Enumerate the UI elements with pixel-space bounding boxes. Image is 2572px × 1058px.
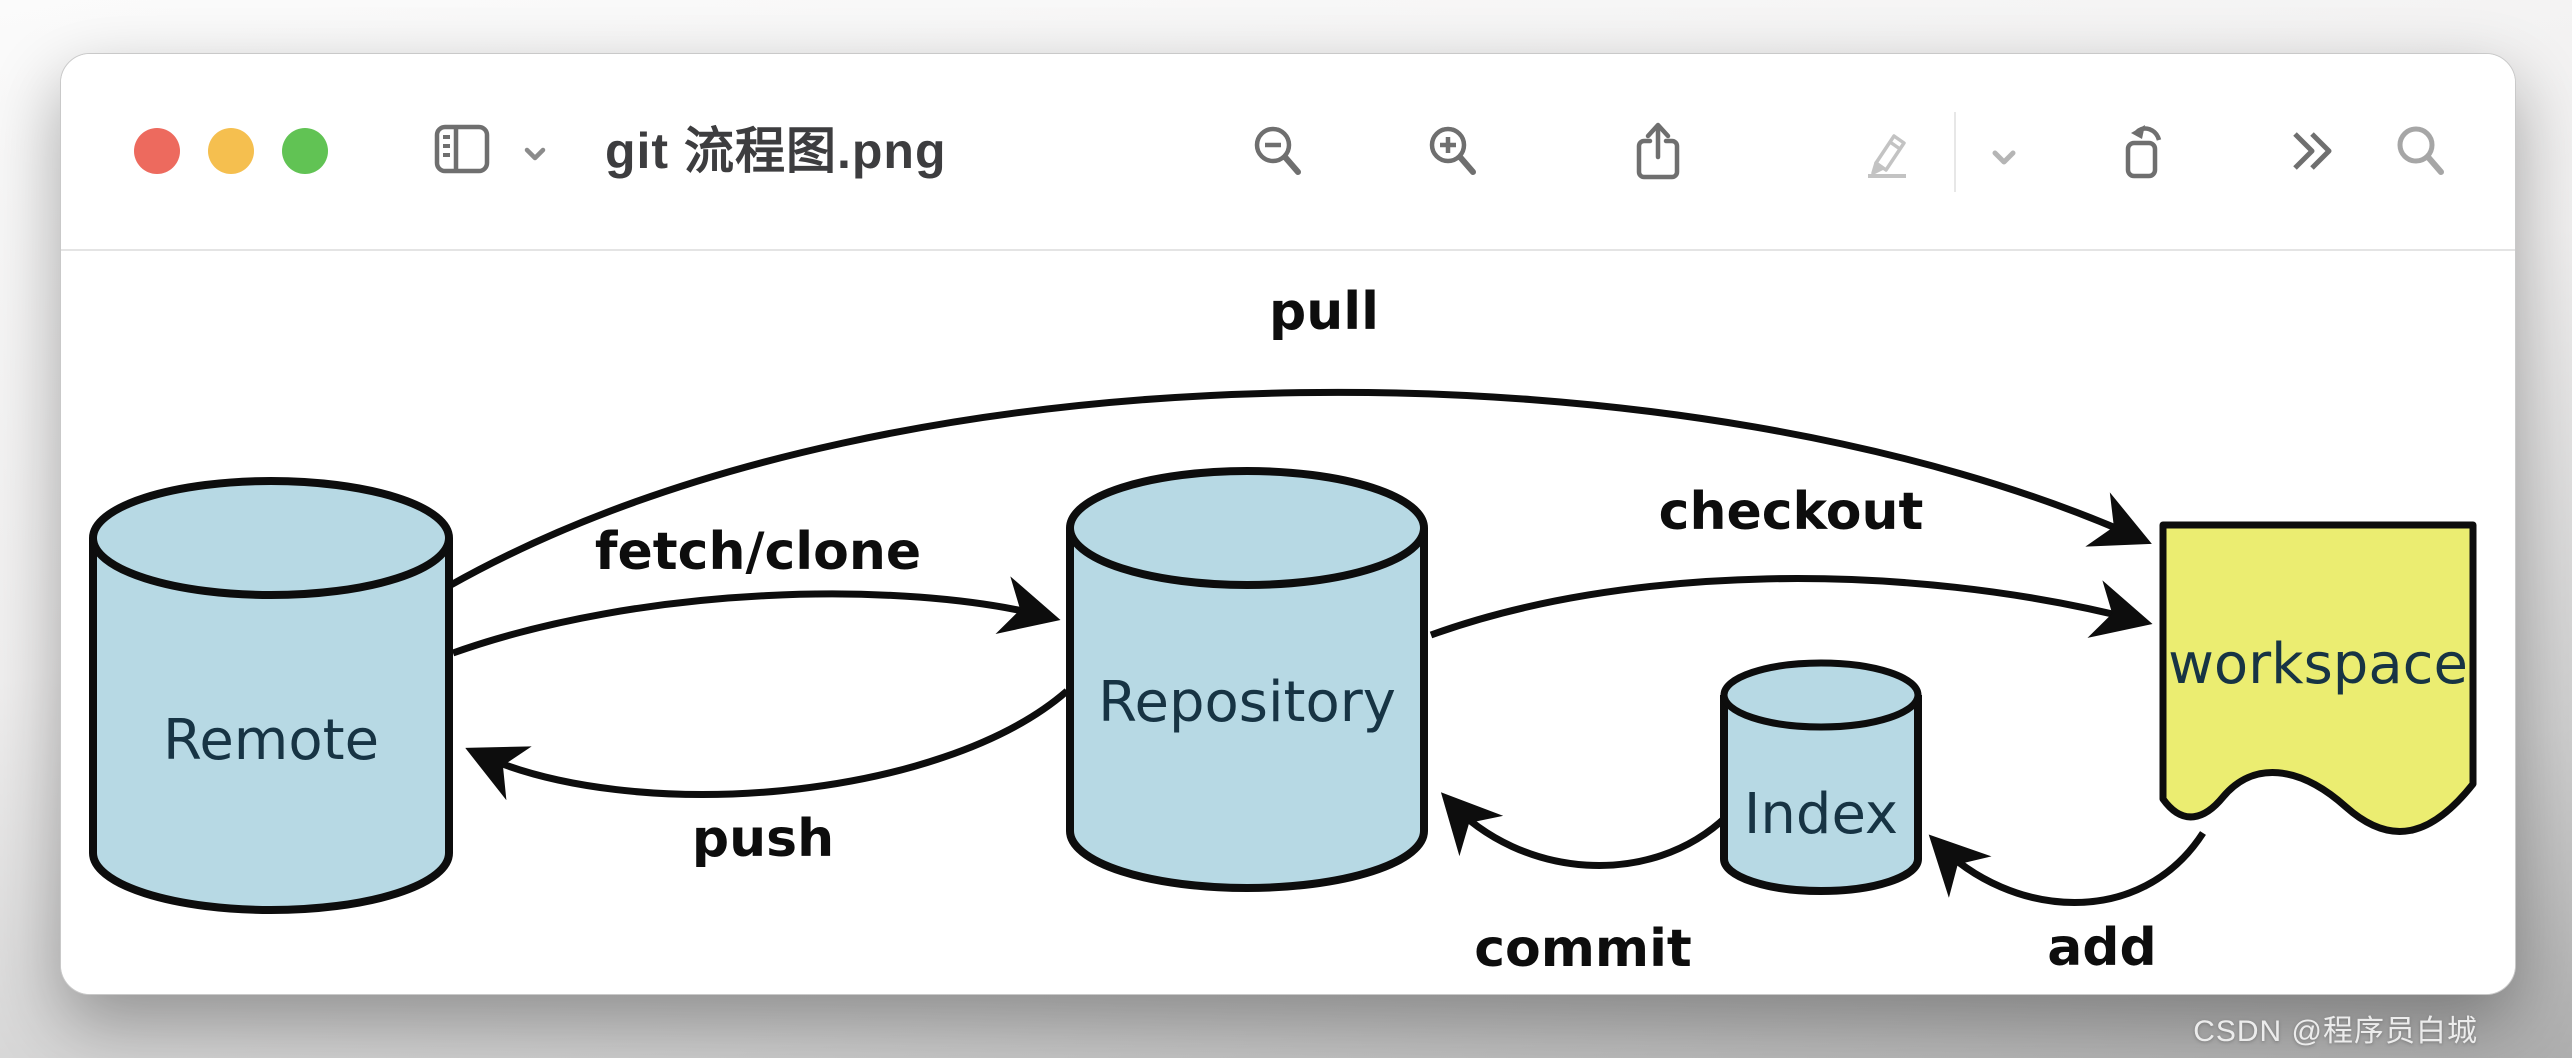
edge-fetch-clone-label: fetch/clone bbox=[595, 522, 921, 582]
edge-commit-label: commit bbox=[1474, 919, 1692, 979]
window-title: git 流程图.png bbox=[605, 123, 947, 179]
edge-pull bbox=[447, 388, 2152, 590]
git-flow-diagram: Remote Repository Index bbox=[89, 282, 2477, 979]
edge-add bbox=[1928, 831, 2206, 906]
edge-fetch-clone bbox=[451, 576, 1061, 657]
sidebar-icon[interactable] bbox=[429, 117, 493, 181]
edge-commit bbox=[1440, 792, 1730, 869]
node-repository-label: Repository bbox=[1098, 670, 1396, 735]
edge-push bbox=[465, 688, 1070, 801]
node-index: Index bbox=[1720, 659, 1922, 895]
node-remote: Remote bbox=[89, 477, 453, 914]
more-chevrons-icon[interactable] bbox=[2279, 119, 2343, 183]
toolbar-divider bbox=[1954, 112, 1956, 192]
edge-pull-label: pull bbox=[1269, 282, 1379, 342]
titlebar: git 流程图.png bbox=[61, 54, 2515, 251]
zoom-window-button[interactable] bbox=[282, 128, 328, 174]
node-repository: Repository bbox=[1066, 467, 1428, 892]
watermark: CSDN @程序员白城 bbox=[2193, 1015, 2478, 1048]
share-icon[interactable] bbox=[1626, 119, 1690, 183]
zoom-in-icon[interactable] bbox=[1421, 119, 1485, 183]
node-workspace-label: workspace bbox=[2168, 632, 2468, 697]
minimize-button[interactable] bbox=[208, 128, 254, 174]
markup-pencil-icon[interactable] bbox=[1854, 119, 1918, 183]
node-remote-label: Remote bbox=[163, 708, 379, 773]
preview-window: git 流程图.png bbox=[60, 53, 2516, 995]
chevron-down-icon[interactable] bbox=[503, 122, 567, 186]
node-workspace: workspace bbox=[2159, 521, 2477, 835]
search-icon[interactable] bbox=[2389, 119, 2453, 183]
zoom-out-icon[interactable] bbox=[1246, 119, 1310, 183]
rotate-left-icon[interactable] bbox=[2109, 119, 2173, 183]
edge-checkout-label: checkout bbox=[1659, 482, 1924, 542]
close-button[interactable] bbox=[134, 128, 180, 174]
edge-checkout bbox=[1429, 575, 2153, 639]
edge-push-label: push bbox=[692, 809, 834, 869]
node-index-label: Index bbox=[1744, 782, 1898, 847]
edge-add-label: add bbox=[2047, 918, 2157, 978]
chevron-down-small-icon[interactable] bbox=[1972, 126, 2036, 190]
image-viewer-content: Remote Repository Index bbox=[61, 251, 2515, 994]
